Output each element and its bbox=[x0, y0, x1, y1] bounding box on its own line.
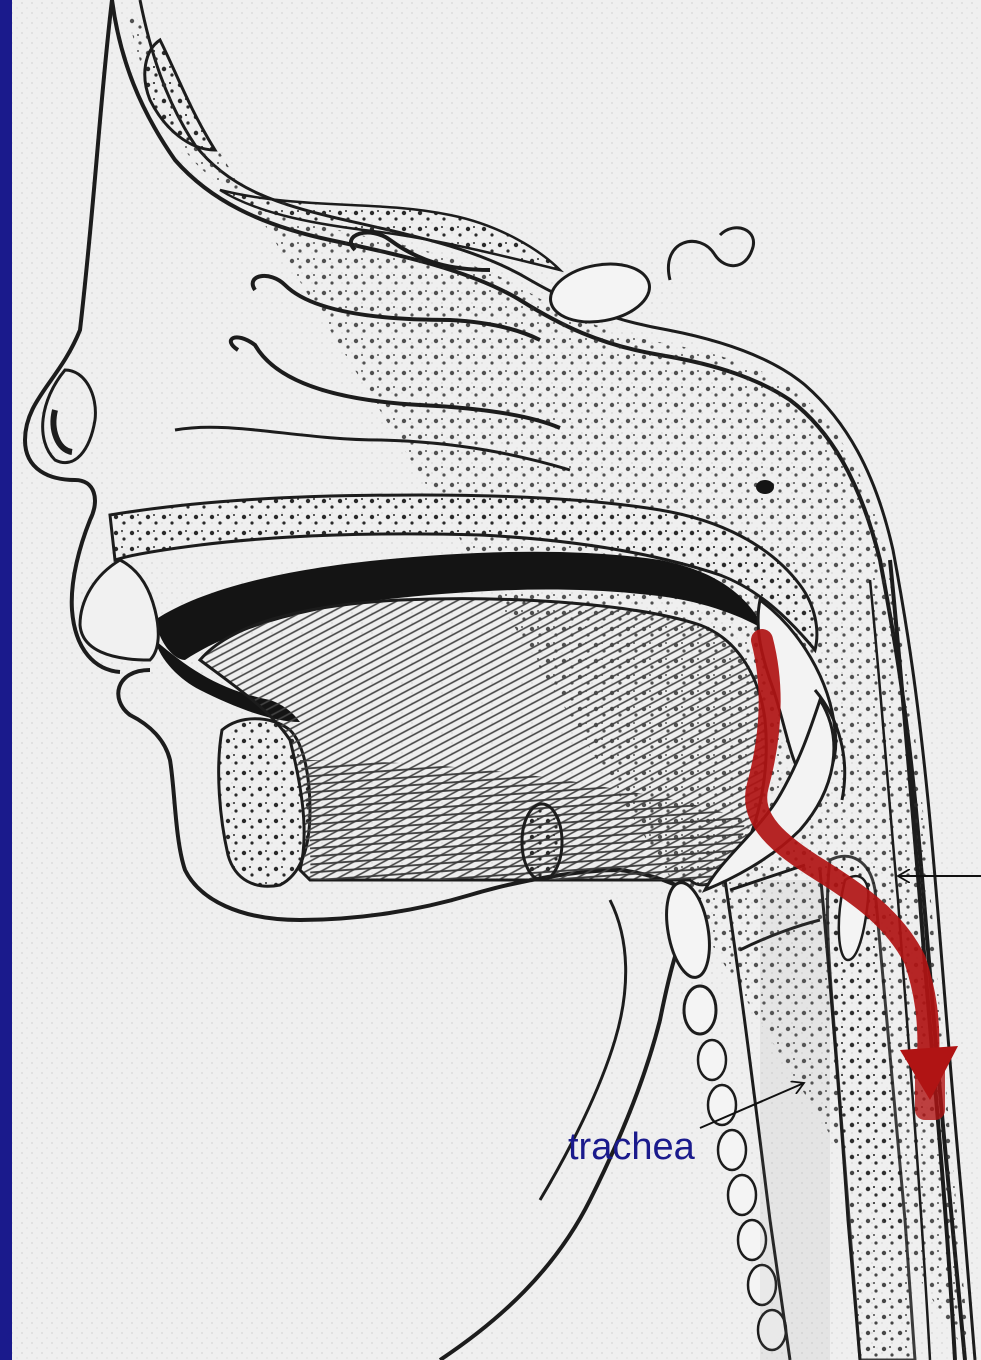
left-frame-strip bbox=[0, 0, 14, 1360]
trachea-label: trachea bbox=[568, 1128, 695, 1166]
hyoid-bone bbox=[522, 804, 562, 880]
